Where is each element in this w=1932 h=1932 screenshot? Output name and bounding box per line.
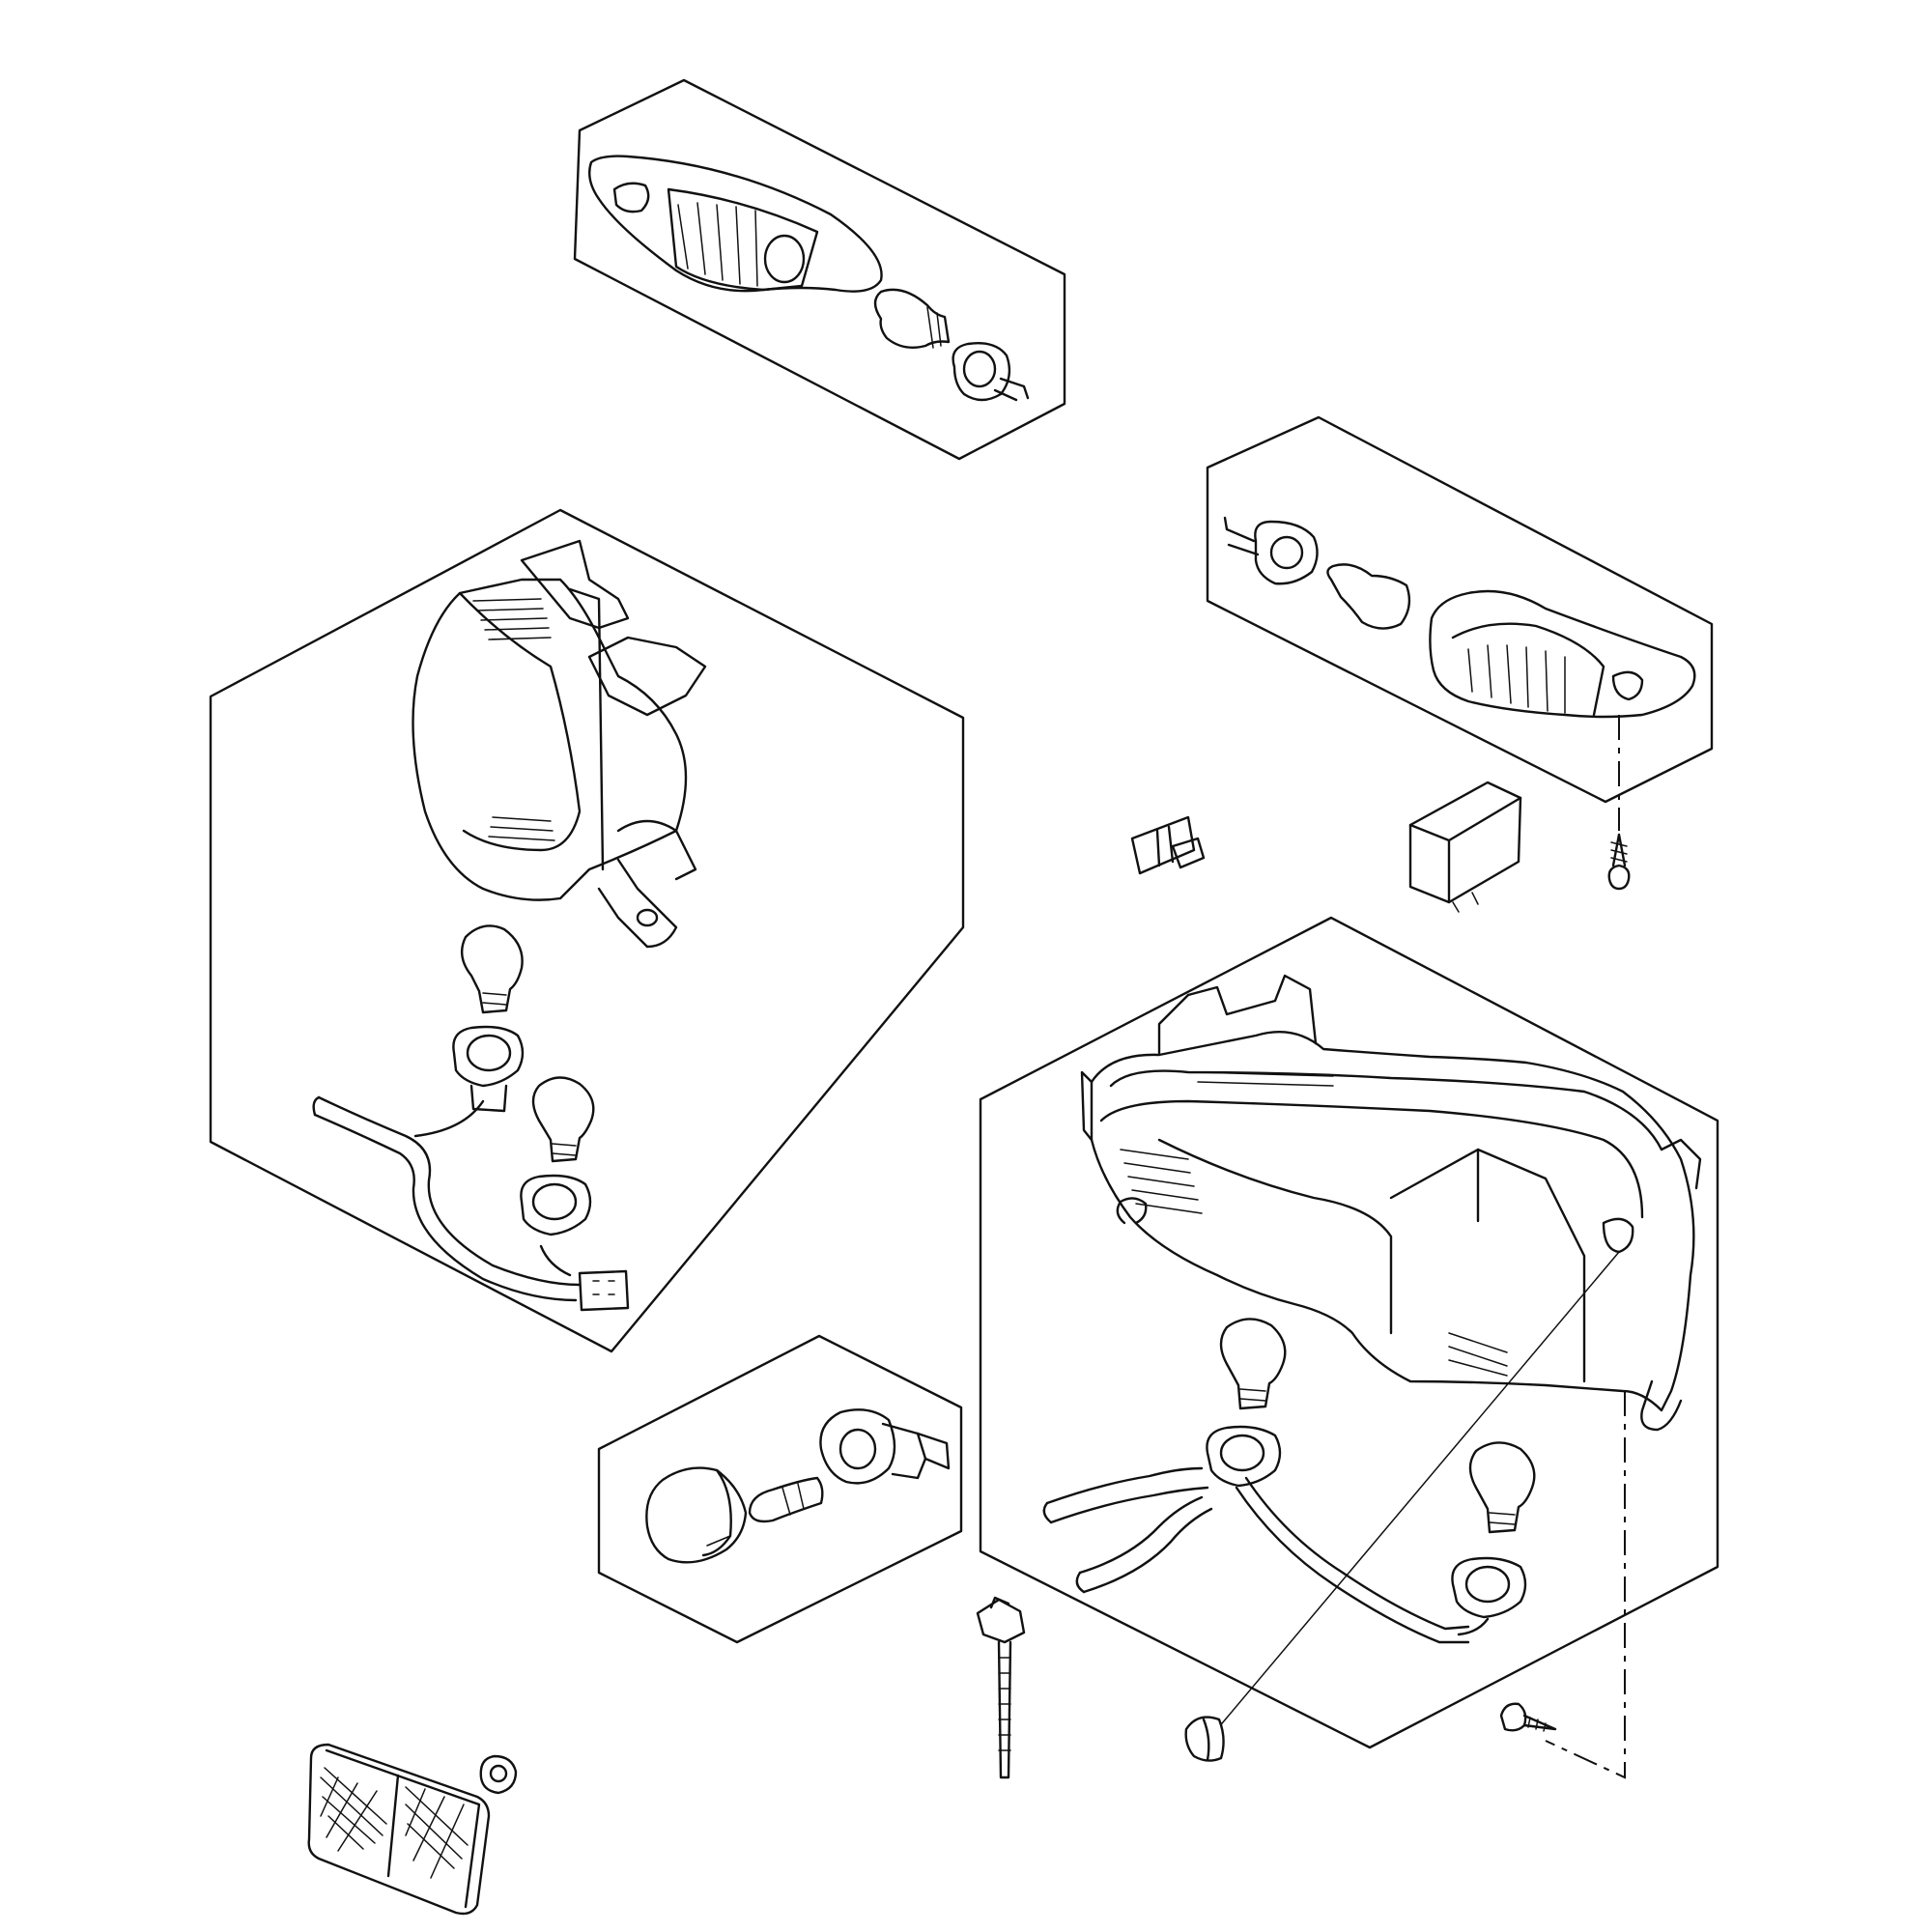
bulb-icon <box>748 1476 824 1523</box>
group-outline <box>979 916 1719 1749</box>
front-left-turn-signal-assembly <box>573 78 1066 461</box>
front-right-turn-signal-assembly <box>1206 415 1714 804</box>
bulb-icon <box>1219 1318 1287 1410</box>
socket-icon <box>520 1174 592 1236</box>
group-outline <box>597 1334 963 1644</box>
turn-signal-lens-icon <box>588 155 883 293</box>
turn-signal-lens-icon <box>1429 589 1696 719</box>
leader-line <box>1545 1391 1626 1779</box>
tail-lamp-housing-icon <box>1080 974 1702 1432</box>
headlamp-housing-icon <box>412 539 707 949</box>
nut-icon <box>479 1754 518 1795</box>
group-outline <box>573 78 1066 461</box>
wiring-harness-icon <box>312 1095 630 1312</box>
socket-icon <box>952 342 1030 402</box>
socket-icon <box>1206 1425 1282 1488</box>
leader-line <box>1216 1251 1620 1730</box>
screw-icon <box>1499 1702 1557 1732</box>
screw-icon <box>1607 715 1631 891</box>
relay-icon <box>1408 781 1522 913</box>
socket-icon <box>1451 1556 1527 1619</box>
bulb-icon <box>460 924 524 1014</box>
bulb-icon <box>531 1076 595 1163</box>
cable-tie-icon <box>976 1596 1026 1779</box>
grommet-icon <box>1184 1716 1225 1762</box>
bulb-icon <box>1326 563 1411 630</box>
socket-icon <box>1223 516 1319 585</box>
reflector-icon <box>307 1743 491 1916</box>
headlamp-assembly-left <box>209 508 965 1353</box>
lens-cover-icon <box>645 1466 748 1564</box>
license-lamp-assembly <box>597 1334 963 1644</box>
wiring-harness-icon <box>1042 1466 1490 1644</box>
group-outline <box>1206 415 1714 804</box>
bulb-icon <box>873 288 951 349</box>
clip-icon <box>1130 815 1206 875</box>
tail-lamp-assembly <box>979 916 1719 1779</box>
bulb-icon <box>1468 1441 1536 1534</box>
group-outline <box>209 508 965 1353</box>
socket-icon <box>819 1408 951 1485</box>
socket-icon <box>452 1025 525 1113</box>
